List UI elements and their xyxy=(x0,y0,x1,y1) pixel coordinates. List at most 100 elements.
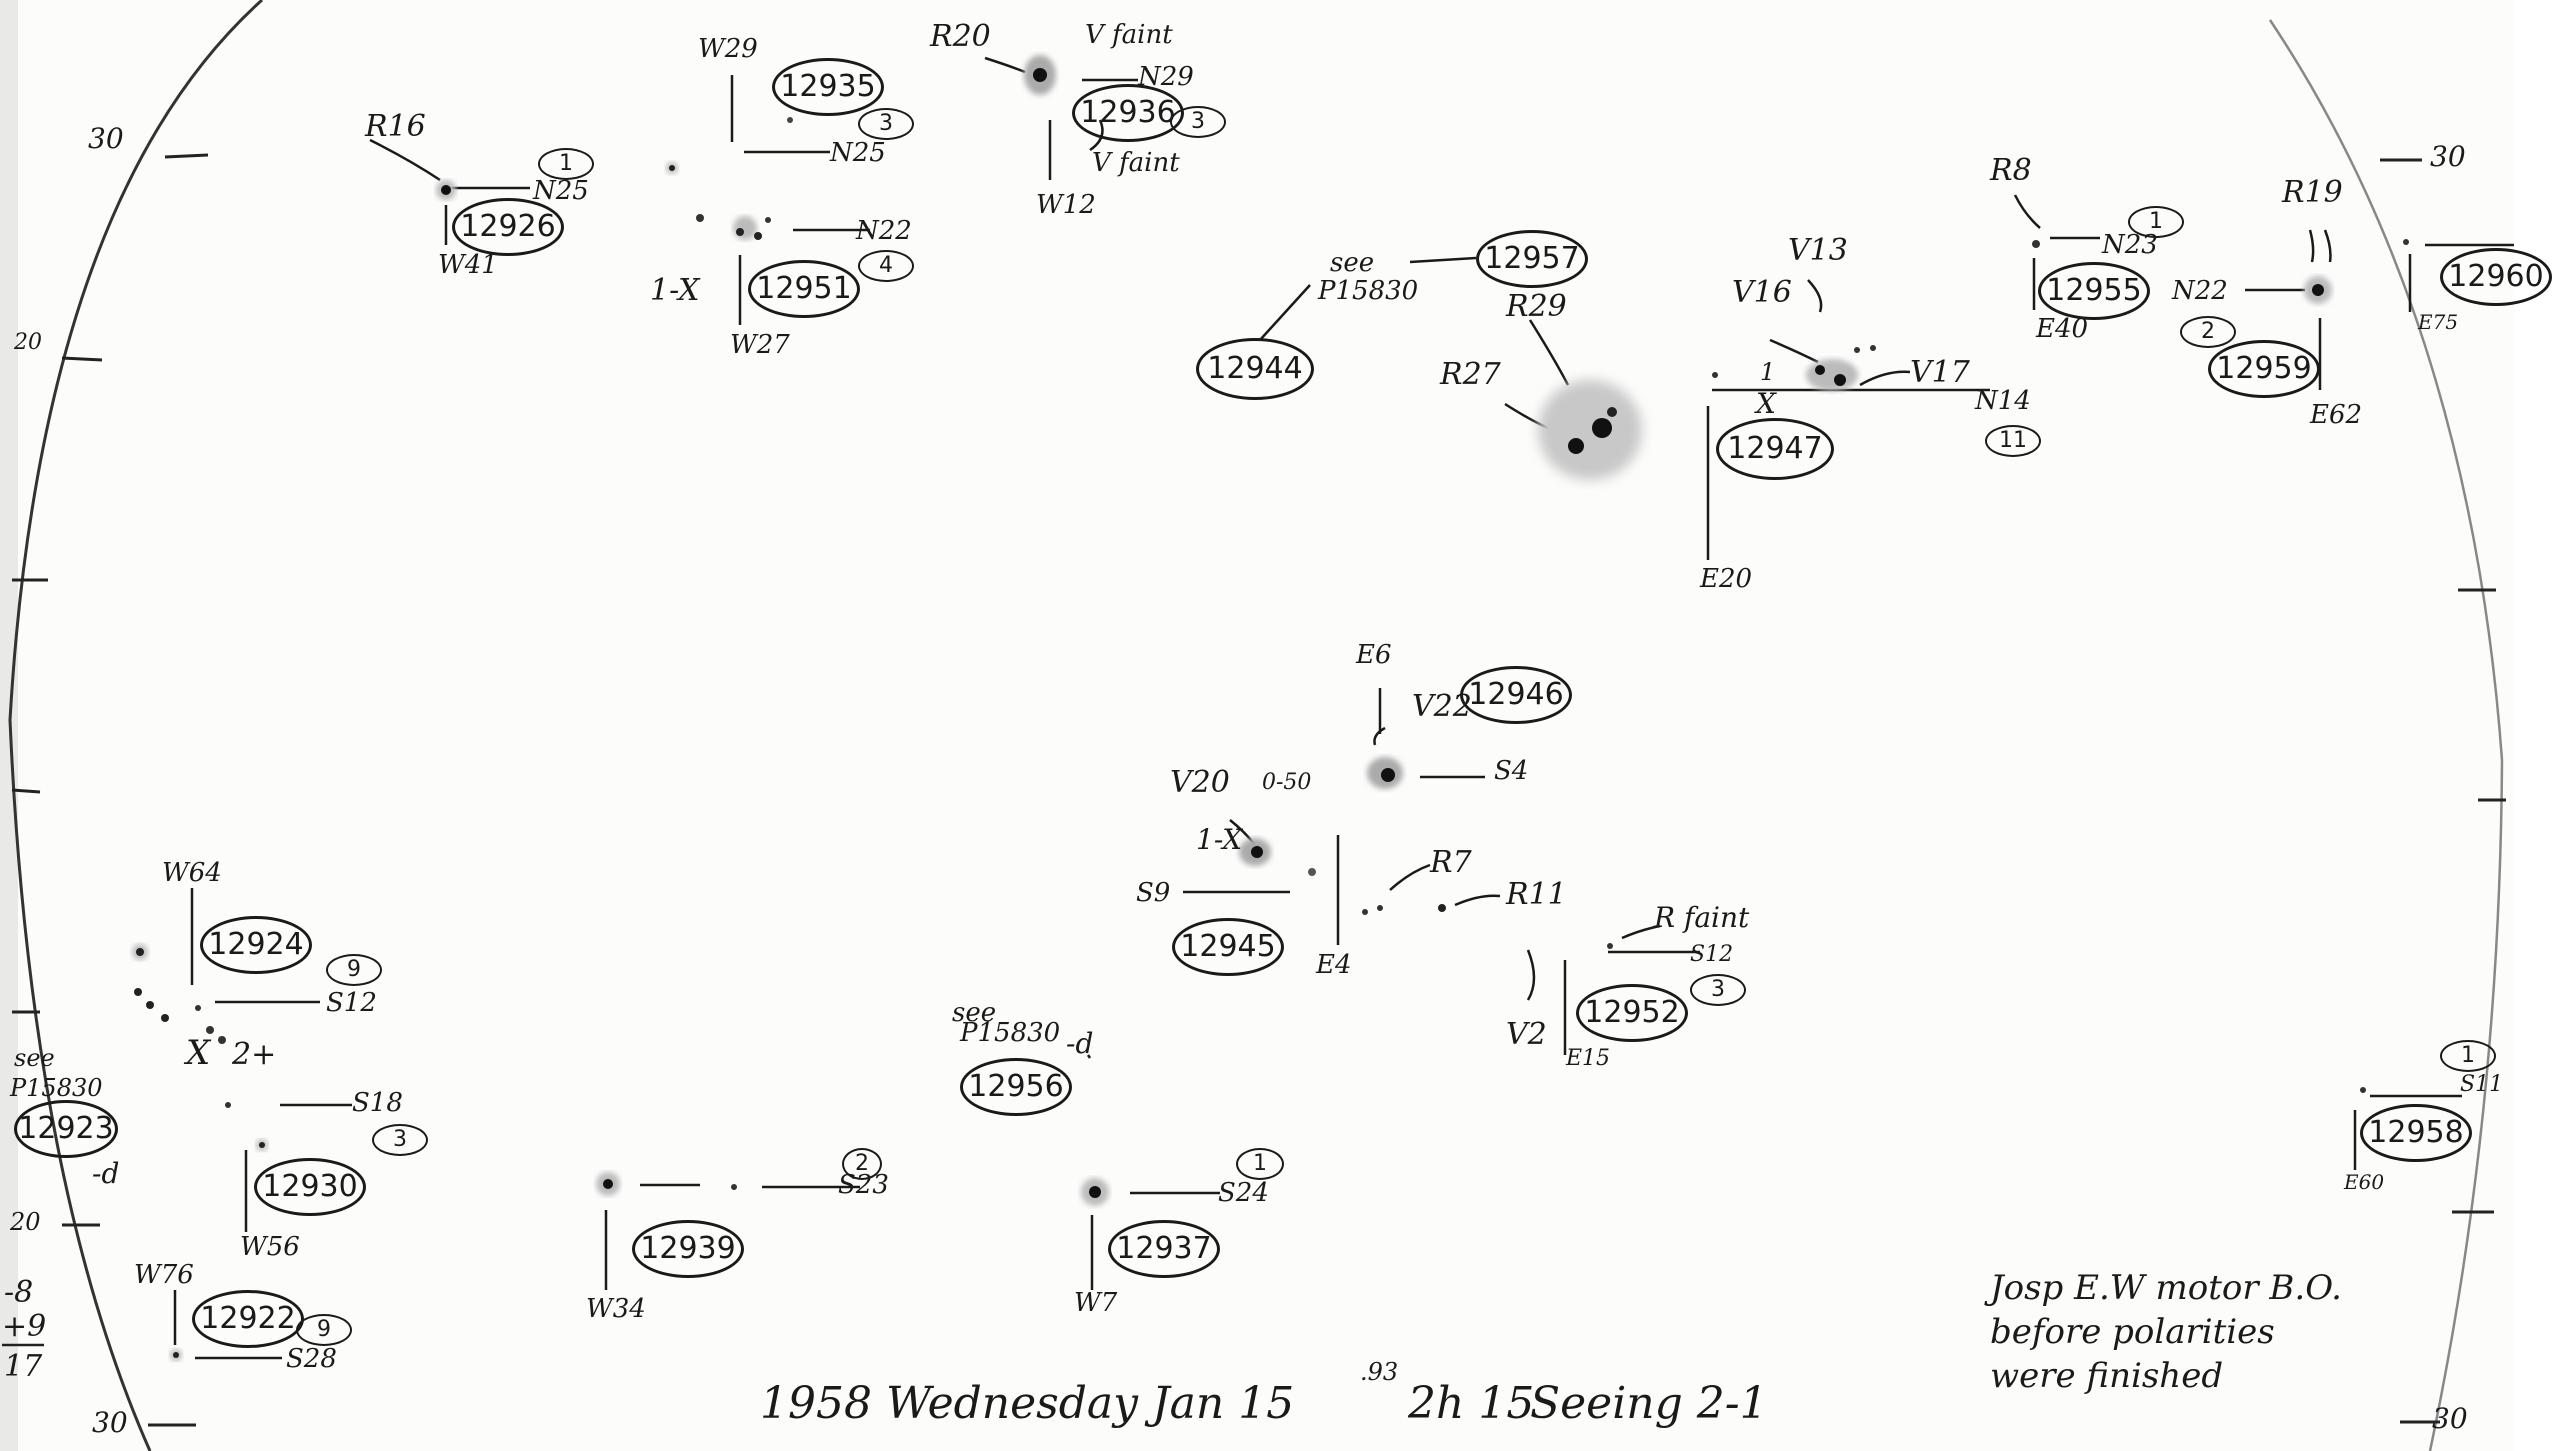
group-number: 12952 xyxy=(1576,984,1688,1042)
observer-note: Josp E.W motor B.O. before polarities we… xyxy=(1990,1266,2342,1398)
group-number: 12923 xyxy=(14,1100,118,1158)
longitude-label: W34 xyxy=(586,1294,646,1324)
region-label: R27 xyxy=(1440,357,1501,392)
longitude-label: W7 xyxy=(1074,1288,1118,1318)
latitude-label: N25 xyxy=(533,176,589,206)
region-label: R16 xyxy=(365,109,426,144)
faint-note-top: V faint xyxy=(1085,20,1173,50)
plate-suffix: -d xyxy=(92,1157,120,1190)
group-number: 12959 xyxy=(2208,340,2320,398)
longitude-label: W27 xyxy=(730,330,790,360)
region-label: R8 xyxy=(1990,153,2032,188)
observer-note-line-3: were finished xyxy=(1990,1356,2224,1396)
class-mark: 1 xyxy=(1236,1148,1284,1180)
group-number: 12951 xyxy=(748,260,860,318)
longitude-label: E4 xyxy=(1316,950,1352,980)
class-mark: 11 xyxy=(1985,425,2041,457)
class-mark: 3 xyxy=(858,108,914,140)
class-mark: 2 xyxy=(2180,316,2236,348)
longitude-label: W76 xyxy=(134,1260,194,1290)
observer-note-line-2: before polarities xyxy=(1990,1312,2275,1352)
latitude-label: S23 xyxy=(838,1170,889,1200)
longitude-label: E40 xyxy=(2036,314,2089,344)
group-number: 12944 xyxy=(1196,338,1314,400)
seeing-rating: Seeing 2-1 xyxy=(1530,1378,1768,1429)
longitude-label: E6 xyxy=(1356,640,1392,670)
latitude-label: N22 xyxy=(856,216,912,246)
group-number: 12960 xyxy=(2440,248,2552,306)
group-number: 12945 xyxy=(1172,918,1284,976)
cross-marker: X xyxy=(1756,387,1776,420)
region-label: R20 xyxy=(930,19,991,54)
latitude-label: N22 xyxy=(2172,276,2228,306)
latitude-label: S4 xyxy=(1494,756,1529,786)
region-label: V16 xyxy=(1732,275,1792,310)
class-mark: 3 xyxy=(372,1124,428,1156)
solar-limb-right xyxy=(2268,19,2504,1451)
sunspots xyxy=(132,55,2409,1361)
plate-reference: P15830 xyxy=(1318,276,1419,306)
region-label: R11 xyxy=(1506,877,1567,912)
region-label: R7 xyxy=(1430,845,1472,880)
see-note: see xyxy=(1330,248,1375,278)
longitude-label: W29 xyxy=(698,34,758,64)
longitude-label: E15 xyxy=(1566,1046,1611,1071)
latitude-label: S9 xyxy=(1136,878,1171,908)
region-label: V20 xyxy=(1170,765,1230,800)
right-fiducial-ticks xyxy=(2380,158,2506,1424)
margin-calc-line-1: -8 xyxy=(4,1275,34,1310)
see-note: see xyxy=(14,1044,55,1072)
class-mark: 9 xyxy=(296,1314,352,1346)
cross-marker: X xyxy=(186,1033,211,1073)
observer-note-line-1: Josp E.W motor B.O. xyxy=(1990,1268,2342,1308)
tick-label-left-bottom: 30 xyxy=(92,1406,128,1439)
faint-note: R faint xyxy=(1654,901,1750,934)
longitude-label: W41 xyxy=(438,250,498,280)
longitude-label: W56 xyxy=(240,1232,300,1262)
group-number: 12957 xyxy=(1476,230,1588,288)
left-fiducial-ticks xyxy=(11,153,209,1427)
group-number: 12935 xyxy=(772,58,884,116)
latitude-label: S24 xyxy=(1218,1178,1269,1208)
region-label: V13 xyxy=(1788,233,1848,268)
class-mark: 4 xyxy=(858,250,914,282)
tick-label-left-upper: 20 xyxy=(14,330,42,355)
tick-label-left-lower: 20 xyxy=(10,1208,41,1236)
group-number: 12926 xyxy=(452,198,564,256)
class-mark: 2 xyxy=(842,1148,882,1180)
group-number: 12958 xyxy=(2360,1104,2472,1162)
small-count-mark: 0-50 xyxy=(1262,770,1312,795)
solar-limb-left xyxy=(8,0,264,1451)
longitude-label: W12 xyxy=(1036,190,1096,220)
group-number: 12922 xyxy=(192,1290,304,1348)
cross-marker: 1-X xyxy=(1196,823,1243,856)
region-label: V17 xyxy=(1910,355,1970,390)
longitude-label: E20 xyxy=(1700,564,1753,594)
see-note: see xyxy=(952,998,997,1028)
group-number: 12936 xyxy=(1072,84,1184,142)
margin-calc-line-3: 17 xyxy=(4,1349,43,1384)
group-number: 12937 xyxy=(1108,1220,1220,1278)
plate-suffix: -d xyxy=(1066,1027,1094,1060)
latitude-label: N25 xyxy=(830,138,886,168)
region-label: R29 xyxy=(1506,289,1567,324)
latitude-label: N14 xyxy=(1975,386,2031,416)
class-mark: 1 xyxy=(2128,206,2184,238)
longitude-label: E60 xyxy=(2344,1170,2385,1194)
class-mark: 3 xyxy=(1690,974,1746,1006)
cross-marker-note: 2+ xyxy=(232,1037,277,1072)
plate-reference: P15830 xyxy=(10,1074,103,1102)
tick-label-right-bottom: 30 xyxy=(2432,1402,2468,1435)
margin-calc-line-2: +9 xyxy=(2,1309,47,1344)
region-label: V2 xyxy=(1506,1017,1547,1052)
tick-label-right-top: 30 xyxy=(2430,140,2466,173)
group-number: 12930 xyxy=(254,1158,366,1216)
group-number: 12947 xyxy=(1716,418,1834,480)
plate-reference: P15830 xyxy=(960,1018,1061,1048)
small-count-mark: 1 xyxy=(1760,358,1776,386)
group-number: 12924 xyxy=(200,916,312,974)
latitude-label: S18 xyxy=(352,1088,403,1118)
latitude-label: S12 xyxy=(326,988,377,1018)
